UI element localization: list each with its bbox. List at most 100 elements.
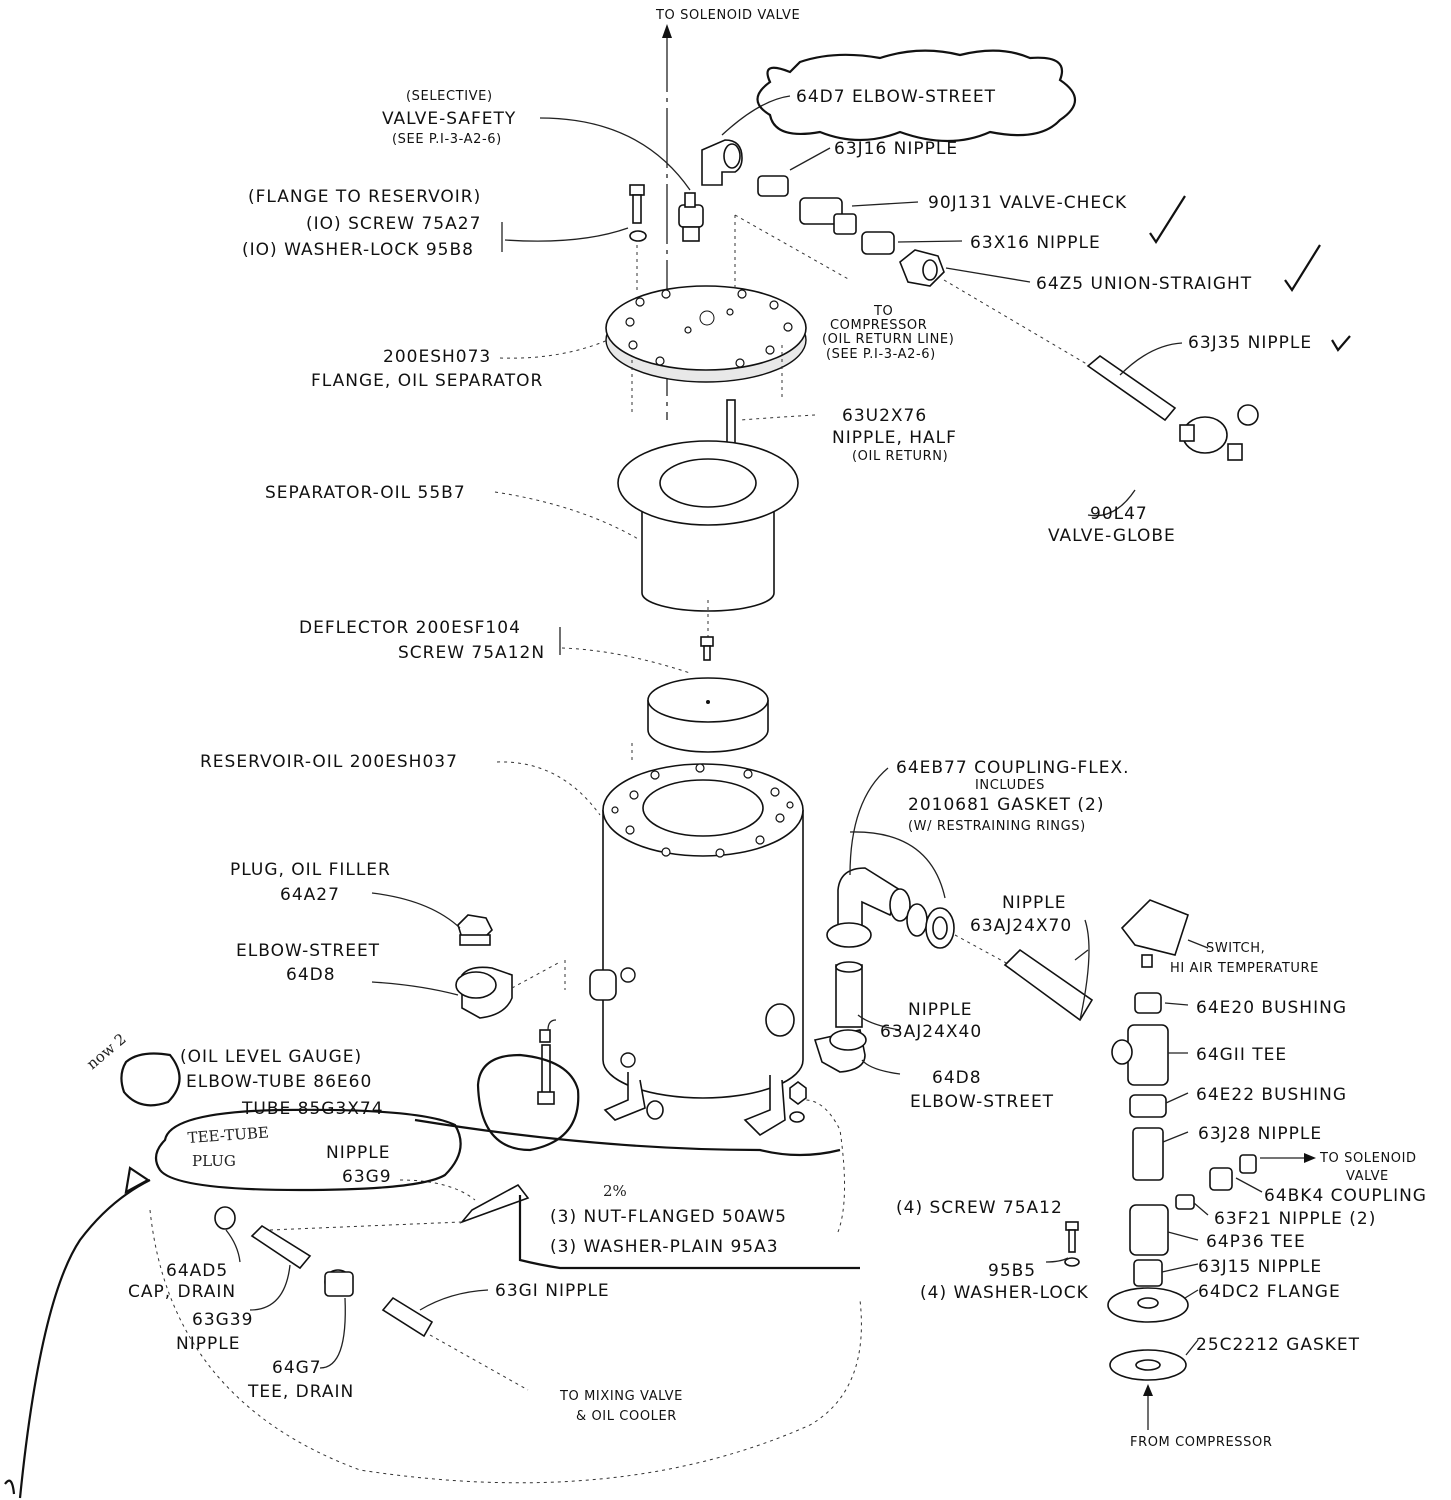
coupling-flex-64eb77 [826, 867, 911, 948]
label-tee-drain: TEE, DRAIN [247, 1382, 354, 1402]
label-from-compressor: FROM COMPRESSOR [1130, 1435, 1272, 1450]
screw-75a27 [629, 184, 647, 242]
label-to-solenoid-2: VALVE [1346, 1169, 1389, 1184]
bushing-64e22 [1129, 1094, 1167, 1118]
nipple-63j15 [1133, 1259, 1163, 1287]
label-switch: SWITCH, [1206, 941, 1265, 956]
separator-oil-55b7 [617, 440, 799, 612]
nipple-63g1 [381, 1296, 434, 1338]
label-90j131: 90J131 VALVE-CHECK [928, 193, 1127, 213]
plug-oil-filler-64a27 [457, 914, 493, 946]
nut-flanged-50aw5 [789, 1081, 807, 1123]
label-elbow-street-right: ELBOW-STREET [910, 1092, 1054, 1112]
label-90l47-name: VALVE-GLOBE [1048, 526, 1176, 546]
label-cap-drain: CAP, DRAIN [128, 1282, 236, 1302]
label-64eb77: 64EB77 COUPLING-FLEX. [896, 758, 1130, 778]
label-63g9: 63G9 [342, 1167, 392, 1187]
label-nipple-63g39: NIPPLE [176, 1334, 240, 1354]
label-nut-flanged: (3) NUT-FLANGED 50AW5 [550, 1207, 787, 1227]
label-restraining: (W/ RESTRAINING RINGS) [908, 819, 1086, 834]
union-straight-64z5 [899, 249, 945, 287]
label-to-mixing-valve: TO MIXING VALVE [559, 1389, 683, 1404]
label-64d7: 64D7 ELBOW-STREET [796, 87, 996, 107]
switch-hi-air-temperature [1120, 899, 1189, 968]
reservoir-oil-200esh037 [602, 763, 804, 1137]
elbow-street-64d8-right [813, 1029, 867, 1073]
nipple-63j16 [757, 175, 789, 197]
label-64d8-right: 64D8 [932, 1068, 982, 1088]
valve-safety [678, 192, 704, 242]
label-oil-level-gauge: (OIL LEVEL GAUGE) [180, 1047, 362, 1067]
nipple-63g39 [250, 1224, 312, 1270]
label-64bk4: 64BK4 COUPLING [1264, 1186, 1427, 1206]
label-oil-return-line: (OIL RETURN LINE) [822, 332, 954, 347]
label-flange-to-reservoir: (FLANGE TO RESERVOIR) [248, 187, 481, 207]
label-63g39: 63G39 [192, 1310, 253, 1330]
label-oil-return: (OIL RETURN) [852, 449, 948, 464]
valve-check-90j131 [799, 197, 857, 235]
label-64z5: 64Z5 UNION-STRAIGHT [1036, 274, 1252, 294]
elbow-street-64d7 [701, 139, 743, 186]
flange-oil-separator [605, 285, 807, 383]
cap-drain-64ad5 [214, 1206, 236, 1230]
label-64e20: 64E20 BUSHING [1196, 998, 1347, 1018]
label-elbow-street-left: ELBOW-STREET [236, 941, 380, 961]
label-to: TO [873, 304, 893, 319]
label-63u2x76: 63U2X76 [842, 406, 927, 426]
label-includes: INCLUDES [975, 778, 1045, 793]
nipple-63j28 [1132, 1127, 1164, 1181]
label-nipple-63g9: NIPPLE [326, 1143, 390, 1163]
label-64e22: 64E22 BUSHING [1196, 1085, 1347, 1105]
screw-75a12 [1064, 1221, 1080, 1267]
flange-64dc2 [1107, 1287, 1189, 1323]
label-64g7: 64G7 [272, 1358, 322, 1378]
nipple-63aj24x40 [835, 961, 863, 1028]
arrow-up-icon [662, 24, 672, 38]
coupling-64bk4 [1209, 1154, 1257, 1191]
handwriting-small: 2% [603, 1182, 627, 1200]
handwritten-markups: now 2 TEE-TUBE PLUG 2% [4, 49, 1351, 1499]
label-63x16: 63X16 NIPPLE [970, 233, 1101, 253]
handwriting-plug: PLUG [192, 1152, 236, 1170]
label-screw-75a27: (IO) SCREW 75A27 [306, 214, 481, 234]
tee-drain-64g7 [324, 1269, 354, 1297]
label-63j16: 63J16 NIPPLE [834, 139, 958, 159]
leader-lines [225, 95, 1263, 1369]
label-nipple-mid: NIPPLE [908, 1000, 972, 1020]
label-63f21: 63F21 NIPPLE (2) [1214, 1209, 1376, 1229]
nipple-63aj24x70 [1003, 948, 1094, 1022]
part-labels: 64D7 ELBOW-STREET 63J16 NIPPLE 90J131 VA… [128, 87, 1427, 1450]
label-separator-oil: SEPARATOR-OIL 55B7 [265, 483, 466, 503]
elbow-tube-86e60 [537, 1019, 557, 1105]
label-elbow-tube: ELBOW-TUBE 86E60 [186, 1072, 372, 1092]
valve-globe-90l47 [1179, 404, 1259, 461]
label-washer-95b5: (4) WASHER-LOCK [920, 1283, 1089, 1303]
label-oil-cooler: & OIL COOLER [576, 1409, 677, 1424]
fitting-side-port [589, 969, 617, 1001]
top-note: TO SOLENOID VALVE [655, 8, 800, 23]
bushing-64e20 [1134, 992, 1162, 1014]
label-valve-safety: VALVE-SAFETY [382, 109, 516, 129]
handwriting-tee-tube: TEE-TUBE [187, 1123, 269, 1147]
label-selective: (SELECTIVE) [406, 89, 493, 104]
label-25c2212: 25C2212 GASKET [1196, 1335, 1360, 1355]
label-200esh073: 200ESH073 [383, 347, 491, 367]
label-2010681: 2010681 GASKET (2) [908, 795, 1104, 815]
label-washer-plain: (3) WASHER-PLAIN 95A3 [550, 1237, 779, 1257]
label-64a27: 64A27 [280, 885, 340, 905]
nipple-63x16 [861, 231, 895, 255]
label-nipple-half: NIPPLE, HALF [832, 428, 957, 448]
label-see-ref-1: (SEE P.I-3-A2-6) [392, 132, 502, 147]
tee-64p36 [1129, 1204, 1169, 1256]
label-screw-75a12n: SCREW 75A12N [398, 643, 545, 663]
label-63g1: 63GI NIPPLE [495, 1281, 610, 1301]
label-95b5: 95B5 [988, 1261, 1036, 1281]
label-nipple-right-top: NIPPLE [1002, 893, 1066, 913]
label-compressor: COMPRESSOR [830, 318, 927, 333]
label-deflector: DEFLECTOR 200ESF104 [299, 618, 521, 638]
label-64dc2: 64DC2 FLANGE [1198, 1282, 1341, 1302]
nipple-63g9 [459, 1183, 530, 1224]
label-64d8-left: 64D8 [286, 965, 336, 985]
label-90l47-code: 90L47 [1090, 504, 1148, 524]
